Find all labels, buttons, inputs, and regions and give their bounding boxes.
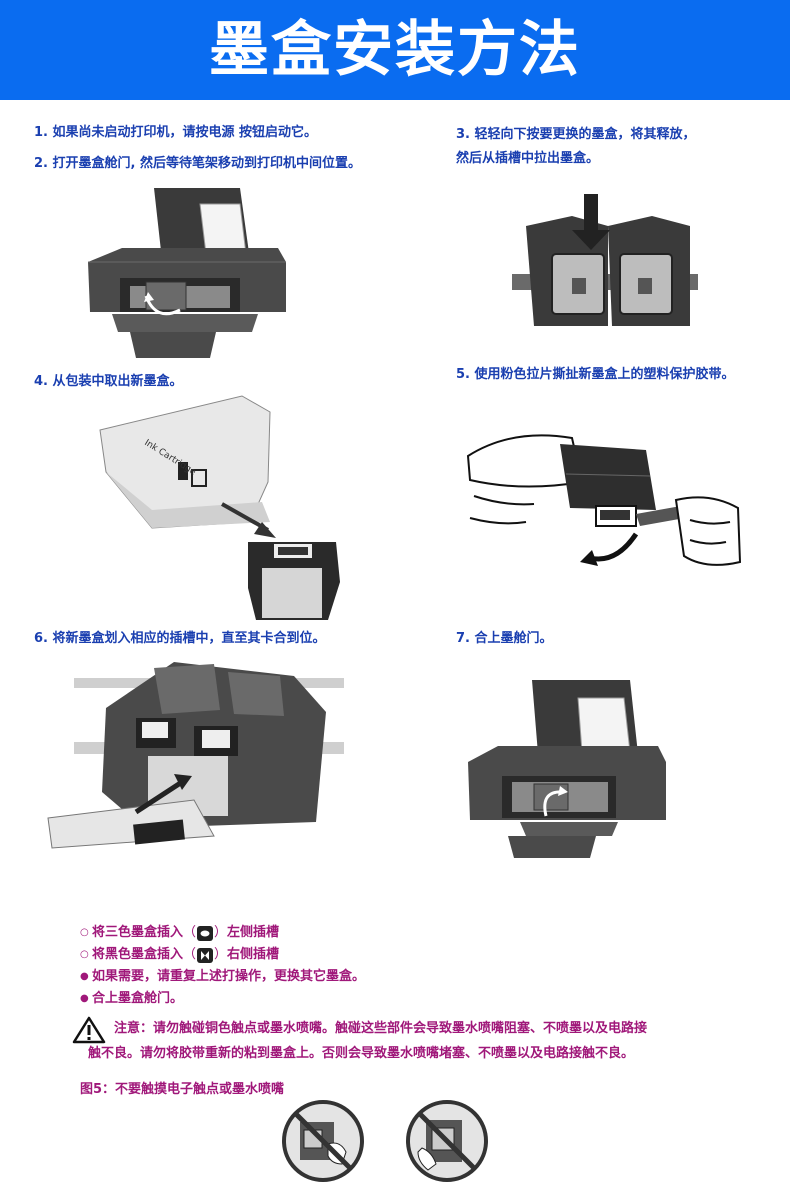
note-close-door: ● 合上墨盒舱门。	[80, 988, 365, 1010]
notes-list: ○ 将三色墨盒插入 （ ） 左侧插槽 ○ 将黑色墨盒插入 （ ） 右侧插槽 ● …	[80, 922, 365, 1010]
no-touch-nozzles-icon	[404, 1098, 490, 1184]
note-black-pre: 将黑色墨盒插入	[92, 947, 184, 962]
note-repeat: ● 如果需要，请重复上述打操作，更换其它墨盒。	[80, 966, 365, 988]
note-black-post: 右侧插槽	[227, 947, 280, 962]
note-repeat-text: 如果需要，请重复上述打操作，更换其它墨盒。	[92, 969, 366, 984]
paren-open: （	[183, 925, 197, 940]
step-3-text-line2: 然后从插槽中拉出墨盒。	[456, 151, 600, 166]
note-tricolor-pre: 将三色墨盒插入	[92, 925, 184, 940]
step-4-text: 4. 从包装中取出新墨盒。	[34, 374, 183, 389]
step-3-text-line1: 3. 轻轻向下按要更换的墨盒，将其释放，	[456, 127, 696, 142]
paren-close: ）	[214, 925, 228, 940]
step-6-text: 6. 将新墨盒划入相应的插槽中，直至其卡合到位。	[34, 631, 326, 646]
step-1-text: 1. 如果尚未启动打印机，请按电源 按钮启动它。	[34, 125, 318, 140]
filled-bullet-icon: ●	[80, 971, 89, 982]
cartridge-release-illustration	[512, 186, 698, 336]
printer-close-illustration	[462, 676, 672, 862]
note-tricolor-post: 左侧插槽	[227, 925, 280, 940]
no-touch-contacts-icon	[280, 1098, 366, 1184]
paren-close: ）	[214, 947, 228, 962]
filled-bullet-icon: ●	[80, 993, 89, 1004]
step-2-text: 2. 打开墨盒舱门, 然后等待笔架移动到打印机中间位置。	[34, 156, 361, 171]
title-banner: 墨盒安装方法	[0, 0, 790, 100]
figure-caption: 图5：不要触摸电子触点或墨水喷嘴	[80, 1082, 285, 1097]
tricolor-slot-icon	[197, 925, 214, 941]
warning-line-2: 触不良。请勿将胶带重新的粘到墨盒上。否则会导致墨水喷嘴堵塞、不喷墨以及电路接触不…	[88, 1046, 635, 1061]
note-close-door-text: 合上墨盒舱门。	[92, 991, 184, 1006]
step-7-text: 7. 合上墨舱门。	[456, 631, 553, 646]
remove-tape-illustration	[460, 400, 750, 606]
black-slot-icon	[197, 947, 214, 963]
hollow-bullet-icon: ○	[80, 949, 89, 960]
step-5-text: 5. 使用粉色拉片撕扯新墨盒上的塑料保护胶带。	[456, 367, 735, 382]
printer-open-illustration	[82, 182, 292, 362]
warning-triangle-icon	[72, 1016, 106, 1048]
page-title: 墨盒安装方法	[209, 15, 581, 85]
note-black-slot: ○ 将黑色墨盒插入 （ ） 右侧插槽	[80, 944, 365, 966]
cartridge-insert-illustration	[44, 652, 344, 872]
hollow-bullet-icon: ○	[80, 927, 89, 938]
paren-open: （	[183, 947, 197, 962]
cartridge-package-illustration: Ink Cartridge	[92, 392, 352, 622]
warning-line-1: 注意：请勿触碰铜色触点或墨水喷嘴。触碰这些部件会导致墨水喷嘴阻塞、不喷墨以及电路…	[114, 1021, 648, 1036]
warning-block: 注意：请勿触碰铜色触点或墨水喷嘴。触碰这些部件会导致墨水喷嘴阻塞、不喷墨以及电路…	[72, 1016, 762, 1066]
note-tricolor-slot: ○ 将三色墨盒插入 （ ） 左侧插槽	[80, 922, 365, 944]
